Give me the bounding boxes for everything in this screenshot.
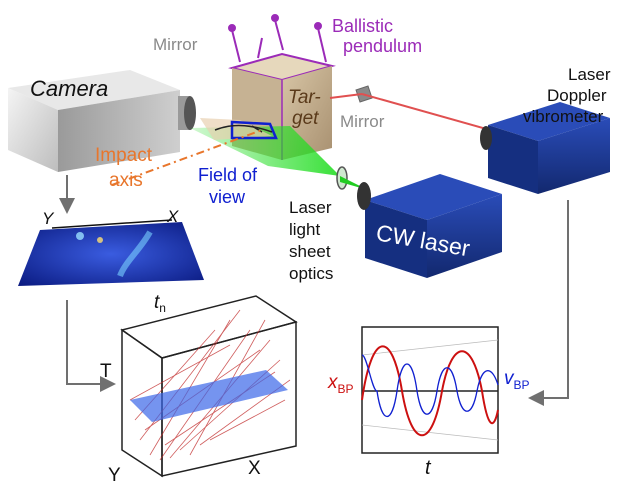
fov-label-1: Field of [198, 165, 258, 185]
mirror-right-label: Mirror [340, 112, 385, 131]
impact-label-2: axis [109, 170, 143, 191]
ldv-label-2: Doppler [547, 86, 607, 105]
impact-axis-line [111, 129, 263, 186]
fov-label-2: view [209, 187, 246, 207]
ldv-label-1: Laser [568, 65, 611, 84]
plot-v-label: vBP [504, 368, 530, 392]
light-sheet [190, 118, 340, 176]
mirror-top-label: Mirror [153, 35, 198, 54]
target-label-2: get [292, 108, 319, 129]
target-label-1: Tar- [288, 87, 321, 108]
optics-label-1: Laser [289, 198, 332, 217]
ldv-label-3: vibrometer [523, 107, 604, 126]
camera-icon [8, 70, 196, 172]
plot-t-label: t [425, 457, 432, 479]
tn-label: tn [154, 292, 166, 315]
camera-frame [18, 219, 204, 286]
cw-laser-icon [357, 174, 502, 278]
data-cube [120, 295, 298, 478]
ldv-beam [329, 93, 491, 131]
optics-label-3: sheet [289, 242, 331, 261]
ballistic-label-1: Ballistic [332, 16, 393, 36]
cube-y-label: Y [108, 465, 121, 484]
ldv-to-plot-arrow [528, 200, 569, 406]
frame-to-cube-arrow [66, 300, 116, 392]
frame-x-right-label: X [166, 207, 179, 226]
ldv-icon [480, 102, 610, 194]
plot-x-label: xBP [327, 372, 354, 396]
optics-label-2: light [289, 220, 320, 239]
optics-label-4: optics [289, 264, 333, 283]
ballistic-label-2: pendulum [343, 36, 422, 56]
frame-x-left-label: Y [42, 209, 55, 228]
signal-plot [361, 326, 499, 454]
camera-label: Camera [30, 76, 108, 101]
cube-t-label: T [100, 361, 112, 382]
cube-x-label: X [248, 458, 261, 479]
pendulum-strings [228, 14, 327, 63]
impact-label-1: Impact [95, 145, 153, 166]
